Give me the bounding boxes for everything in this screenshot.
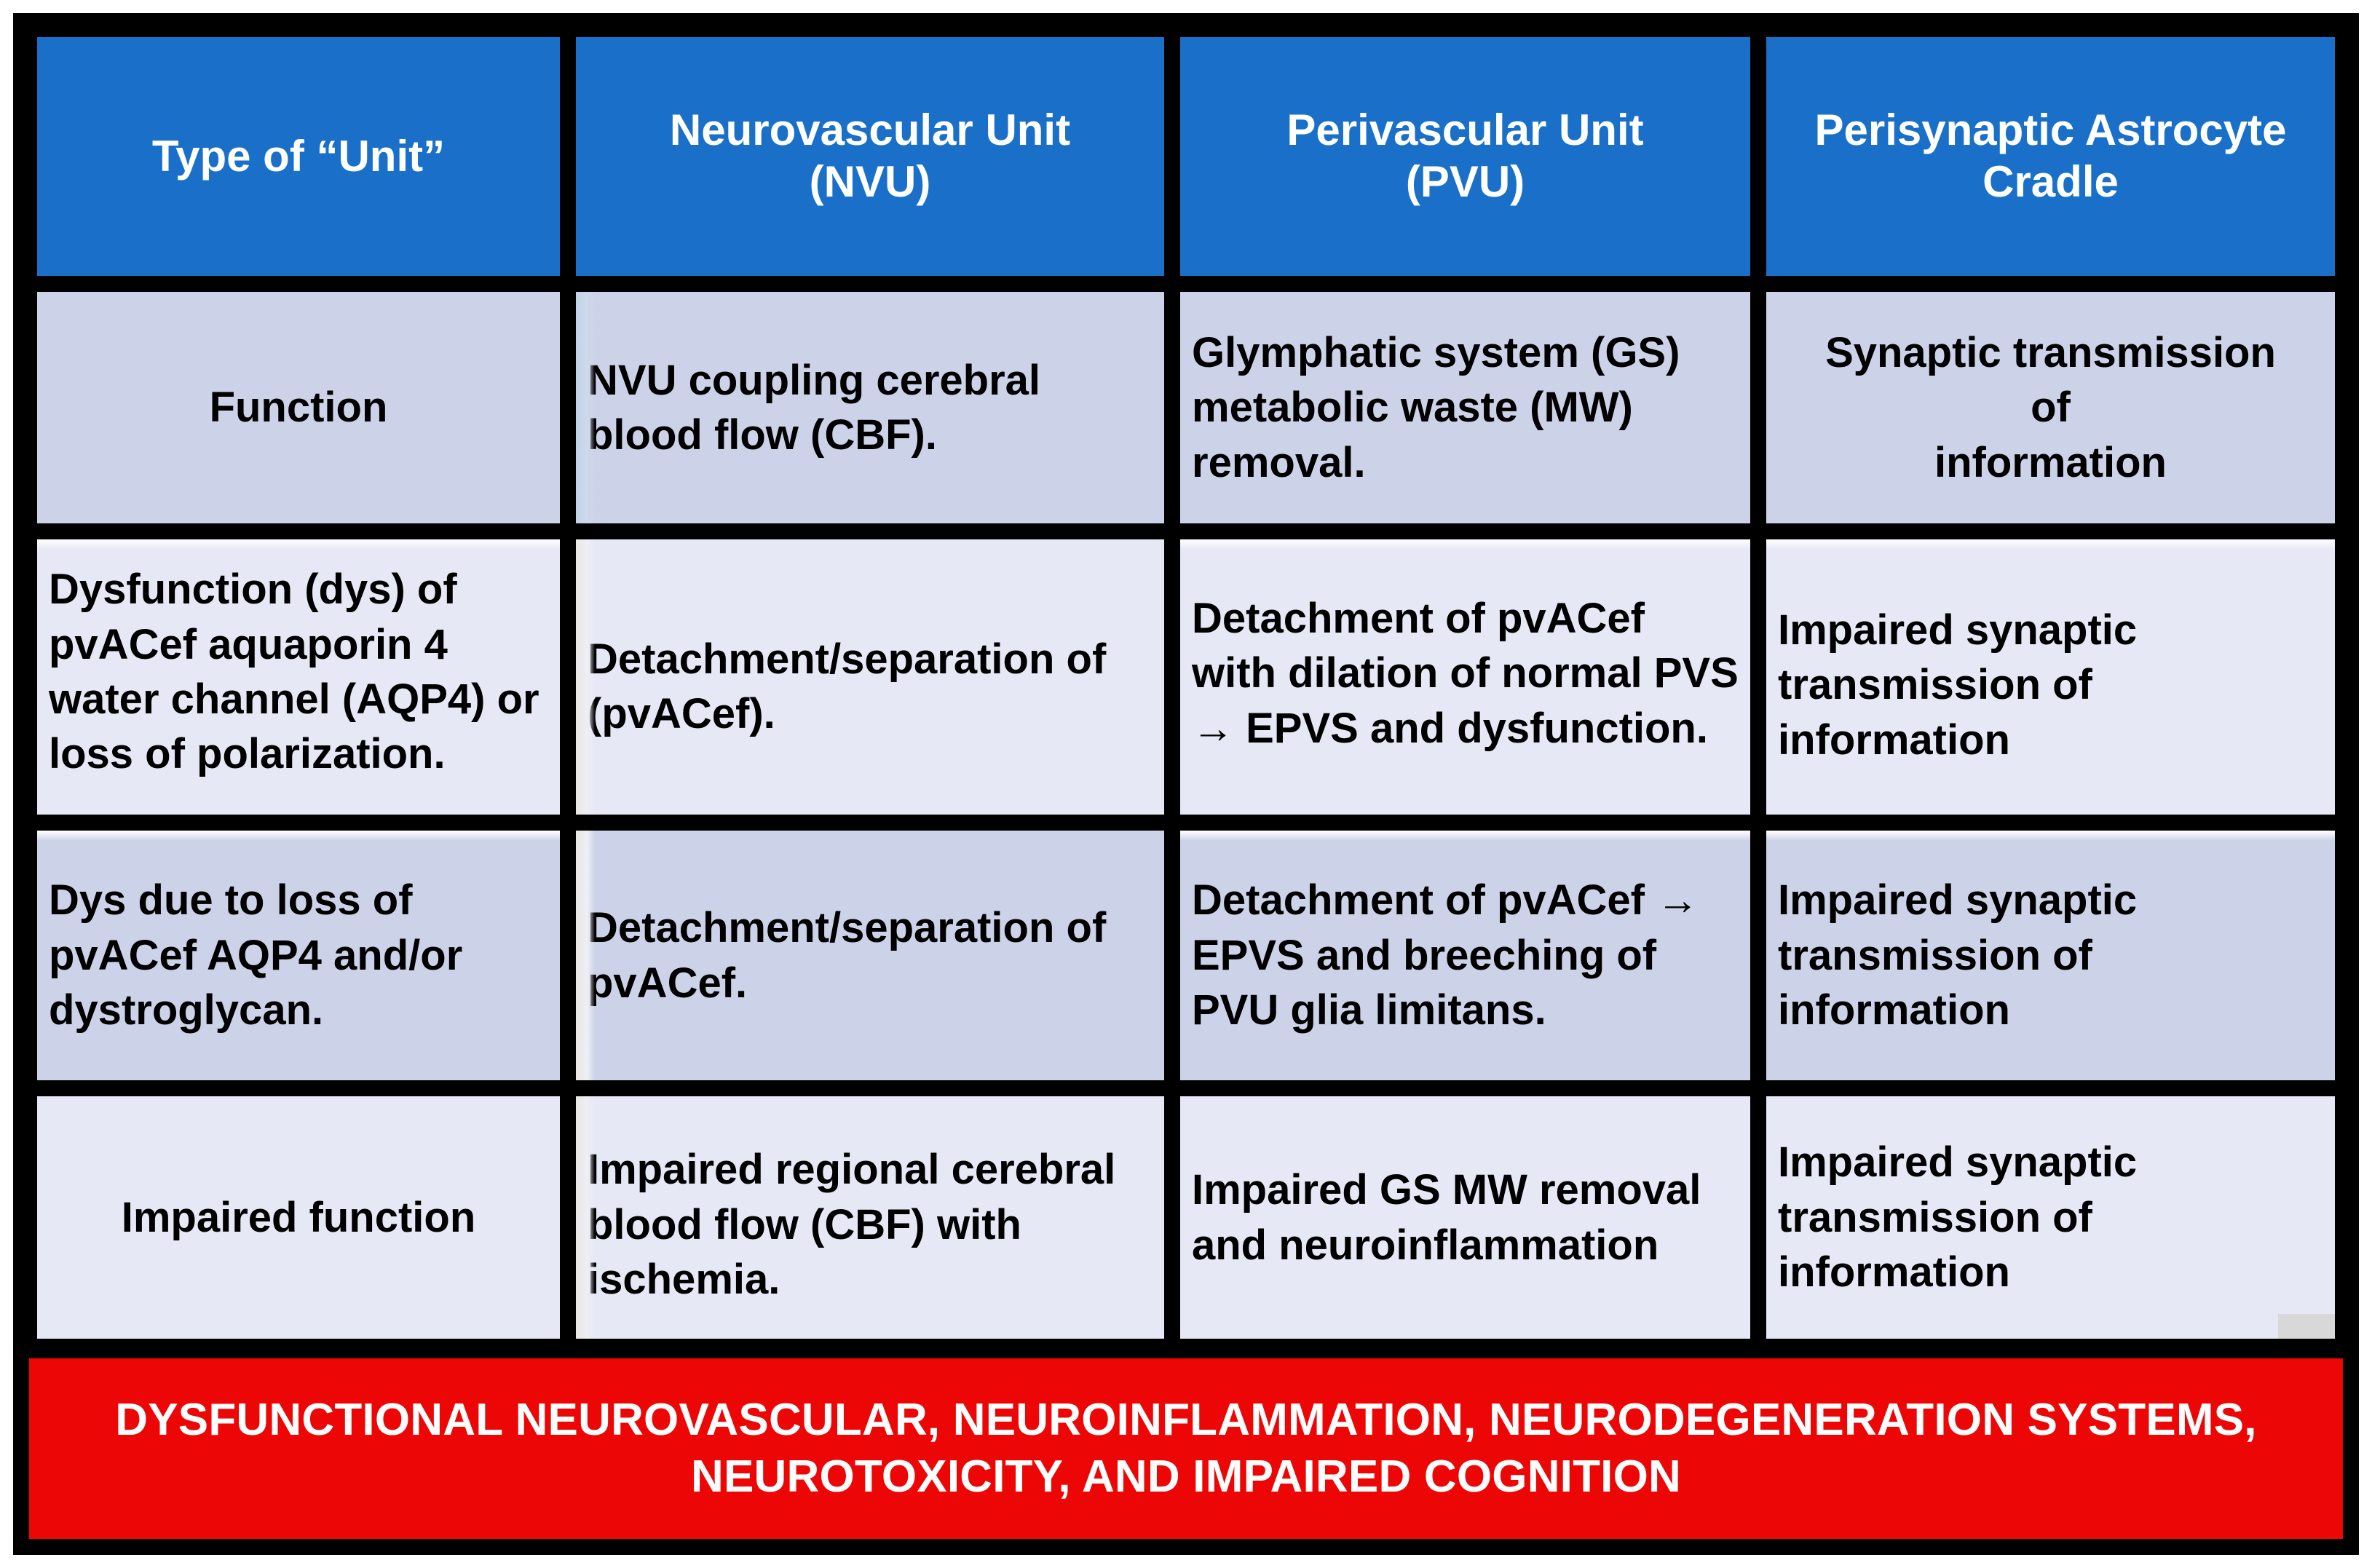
cell-impaired-cradle: Impaired synaptic transmission of inform… <box>1778 1139 2138 1296</box>
cell-function-label: Function <box>209 384 388 432</box>
summary-banner: DYSFUNCTIONAL NEUROVASCULAR, NEUROINFLAM… <box>29 1358 2343 1539</box>
table-row: Impaired GS MW removal and neuroinflamma… <box>1172 1088 1758 1347</box>
table-row: Synaptic transmission of information <box>1758 284 2343 531</box>
cell-dysfunction-pvu: Detachment of pvACef with dilation of no… <box>1192 594 1739 752</box>
header-label-pvu: Perivascular Unit (PVU) <box>1286 106 1644 206</box>
table-row: Impaired regional cerebral blood flow (C… <box>568 1088 1172 1347</box>
cell-dysloss-cradle: Impaired synaptic transmission of inform… <box>1778 876 2138 1034</box>
table-row: Detachment of pvACef → EPVS and breechin… <box>1172 823 1758 1088</box>
table-header-cell-type-of-unit: Type of “Unit” <box>29 29 568 284</box>
cell-impaired-pvu: Impaired GS MW removal and neuroinflamma… <box>1192 1166 1701 1269</box>
header-label-nvu: Neurovascular Unit (NVU) <box>669 106 1071 206</box>
cell-impaired-nvu: Impaired regional cerebral blood flow (C… <box>588 1146 1116 1304</box>
summary-banner-text: DYSFUNCTIONAL NEUROVASCULAR, NEUROINFLAM… <box>115 1394 2257 1502</box>
table-row: Detachment/separation of (pvACef). <box>568 531 1172 823</box>
comparison-table: Type of “Unit” Neurovascular Unit (NVU) … <box>29 29 2343 1347</box>
cell-dysfunction-nvu: Detachment/separation of (pvACef). <box>588 635 1107 737</box>
cell-dysloss-label: Dys due to loss of pvACef AQP4 and/or dy… <box>49 876 463 1034</box>
table-row: Impaired function <box>29 1088 568 1347</box>
cell-corner-artifact <box>2278 1314 2335 1339</box>
table-row: Detachment of pvACef with dilation of no… <box>1172 531 1758 823</box>
cell-top-sheen <box>1766 539 2335 550</box>
cell-dysfunction-label: Dysfunction (dys) of pvACef aquaporin 4 … <box>49 566 539 778</box>
cell-dysloss-pvu: Detachment of pvACef → EPVS and breechin… <box>1192 876 1699 1034</box>
table-row: Dys due to loss of pvACef AQP4 and/or dy… <box>29 823 568 1088</box>
cell-top-sheen <box>37 831 560 841</box>
table-row: Dysfunction (dys) of pvACef aquaporin 4 … <box>29 531 568 823</box>
cell-top-sheen <box>37 539 560 550</box>
table-outer-frame: Type of “Unit” Neurovascular Unit (NVU) … <box>13 13 2359 1555</box>
table-row: Detachment/separation of pvACef. <box>568 823 1172 1088</box>
table-row: NVU coupling cerebral blood flow (CBF). <box>568 284 1172 531</box>
cell-top-sheen <box>1766 831 2335 841</box>
cell-top-sheen <box>1180 831 1750 841</box>
table-row: Impaired synaptic transmission of inform… <box>1758 1088 2343 1347</box>
cell-function-cradle: Synaptic transmission of information <box>1825 328 2276 486</box>
cell-dysloss-nvu: Detachment/separation of pvACef. <box>588 904 1107 1007</box>
header-label-type-of-unit: Type of “Unit” <box>151 131 446 181</box>
table-row: Impaired synaptic transmission of inform… <box>1758 531 2343 823</box>
cell-dysfunction-cradle: Impaired synaptic transmission of inform… <box>1778 606 2138 764</box>
cell-function-nvu: NVU coupling cerebral blood flow (CBF). <box>588 356 1041 459</box>
cell-top-sheen <box>1180 539 1750 550</box>
table-row: Function <box>29 284 568 531</box>
table-header-cell-perisynaptic-astrocyte-cradle: Perisynaptic Astrocyte Cradle <box>1758 29 2343 284</box>
cell-function-pvu: Glymphatic system (GS) metabolic waste (… <box>1192 328 1680 486</box>
table-header-cell-pvu: Perivascular Unit (PVU) <box>1172 29 1758 284</box>
table-row: Impaired synaptic transmission of inform… <box>1758 823 2343 1088</box>
table-header-cell-nvu: Neurovascular Unit (NVU) <box>568 29 1172 284</box>
header-label-perisynaptic-astrocyte-cradle: Perisynaptic Astrocyte Cradle <box>1814 106 2287 206</box>
table-row: Glymphatic system (GS) metabolic waste (… <box>1172 284 1758 531</box>
cell-impaired-label: Impaired function <box>121 1193 476 1241</box>
